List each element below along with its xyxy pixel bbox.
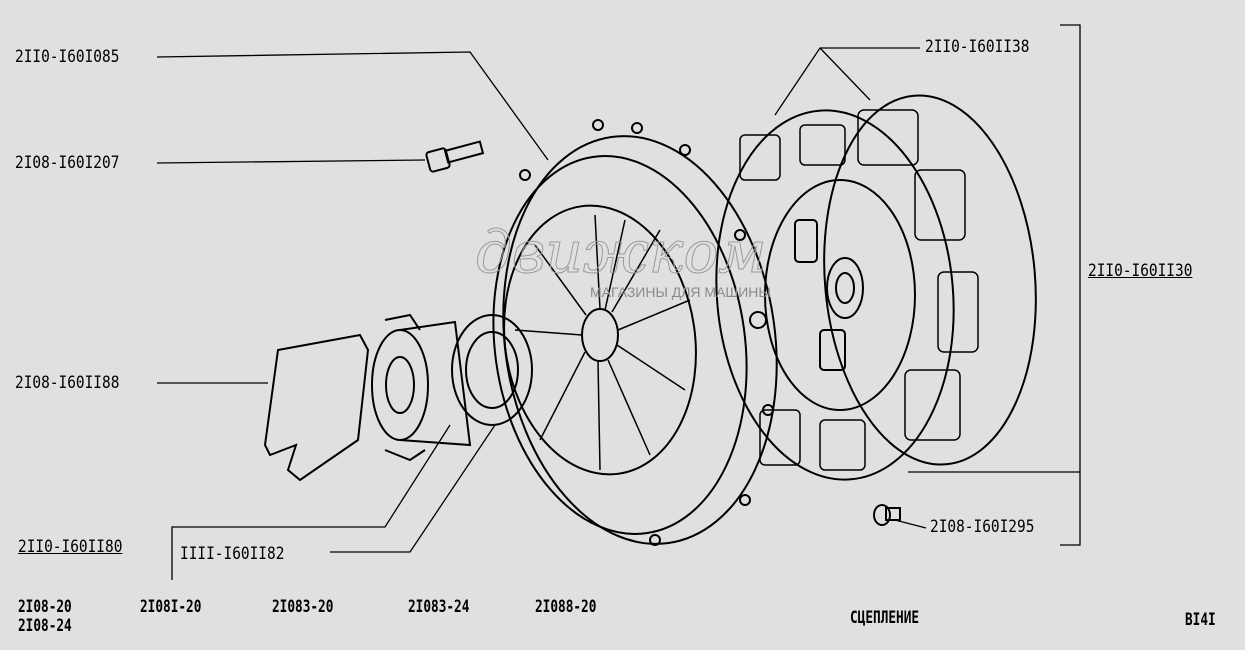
part-label-clutch-assembly[interactable]: 2II0-I60II30 [1088, 261, 1193, 281]
watermark-tagline: МАГАЗИНЫ ДЛЯ МАШИНЫ [590, 284, 771, 300]
part-label-spring-clip[interactable]: 2I08-I60II88 [15, 373, 120, 393]
diagram-title: СЦЕПЛЕНИЕ [850, 608, 920, 628]
model-code: 2I088-20 [535, 597, 597, 617]
watermark-logo: движком [474, 218, 767, 287]
page-code: BI4I [1185, 610, 1216, 630]
rivet-drawing [873, 504, 901, 526]
part-label-driven-disc[interactable]: 2II0-I60II38 [925, 37, 1030, 57]
model-code: 2I08-24 [18, 616, 72, 636]
model-code: 2I08-20 [18, 597, 72, 617]
part-label-pressure-plate[interactable]: 2II0-I60I085 [15, 47, 120, 67]
bolt-drawing [425, 140, 485, 173]
part-label-bolt[interactable]: 2I08-I60I207 [15, 153, 120, 173]
release-bearing-drawing [371, 313, 533, 462]
part-label-release-bearing[interactable]: IIII-I60II82 [180, 544, 285, 564]
driven-disc-drawing [715, 94, 1037, 481]
model-code: 2I083-20 [272, 597, 334, 617]
part-label-rivet[interactable]: 2I08-I60I295 [930, 517, 1035, 537]
model-code: 2I08I-20 [140, 597, 202, 617]
model-code: 2I083-24 [408, 597, 470, 617]
spring-clip-drawing [263, 333, 370, 482]
leader-lines [156, 24, 1081, 580]
part-label-release-bearing-assembly[interactable]: 2II0-I60II80 [18, 537, 123, 557]
pressure-plate-drawing [492, 119, 778, 546]
